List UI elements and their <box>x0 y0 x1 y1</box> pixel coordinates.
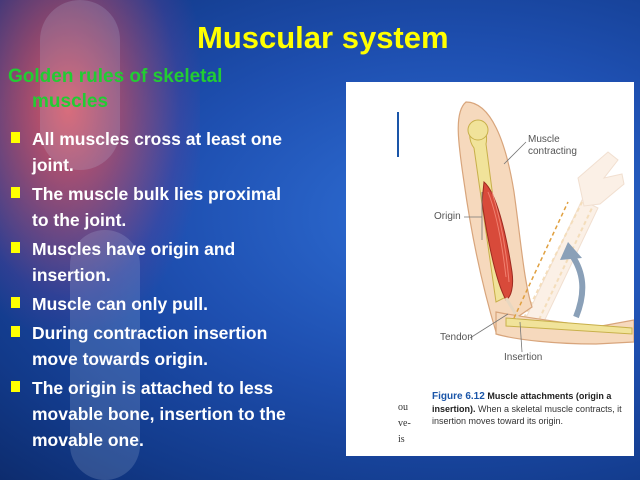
forearm-ghost <box>523 151 625 331</box>
radius-bone <box>505 317 633 335</box>
curved-arrow-icon <box>568 252 586 319</box>
bullet-text: The muscle bulk lies proximal <box>32 184 281 204</box>
caption-text: When a skeletal muscle contracts, it <box>475 404 622 414</box>
arm-illustration <box>397 101 634 353</box>
label-muscle: Muscle contracting <box>528 134 577 158</box>
bullet-item: Muscles have origin and insertion. <box>10 236 345 288</box>
label-origin: Origin <box>434 211 461 222</box>
bullet-list: All muscles cross at least one joint. The… <box>10 126 345 456</box>
subtitle-line-1: Golden rules of skeletal <box>8 66 223 87</box>
square-bullet-icon <box>11 381 20 392</box>
caption-bold-2: insertion). <box>432 404 476 414</box>
slide-subtitle: Golden rules of skeletal muscles <box>8 64 308 114</box>
square-bullet-icon <box>11 132 20 143</box>
square-bullet-icon <box>11 242 20 253</box>
cropped-text: is <box>398 434 405 445</box>
tibia-ghost <box>70 230 140 480</box>
bullet-text: movable one. <box>32 430 144 450</box>
bullet-text: Muscles have origin and <box>32 239 236 259</box>
label-muscle-line-2: contracting <box>528 146 577 157</box>
bullet-text: movable bone, insertion to the <box>32 404 286 424</box>
bullet-item: Muscle can only pull. <box>10 291 345 317</box>
caption-bold: Muscle attachments (origin a <box>487 391 612 401</box>
figure-number: Figure 6.12 <box>432 391 485 402</box>
square-bullet-icon <box>11 187 20 198</box>
slide-title: Muscular system <box>197 20 449 55</box>
subtitle-line-2: muscles <box>32 91 109 112</box>
bullet-text: to the joint. <box>32 210 127 230</box>
cropped-text: ve- <box>398 418 411 429</box>
bullet-text: During contraction insertion <box>32 323 268 343</box>
muscle-attachment-figure: Muscle contracting Origin Tendon Inserti… <box>346 82 634 456</box>
bullet-text: All muscles cross at least one <box>32 129 282 149</box>
label-insertion: Insertion <box>504 352 543 363</box>
bullet-item: The origin is attached to less movable bo… <box>10 375 345 453</box>
square-bullet-icon <box>11 326 20 337</box>
bullet-item: During contraction insertion move towards… <box>10 320 345 372</box>
bullet-text: move towards origin. <box>32 349 208 369</box>
bullet-text: insertion. <box>32 265 111 285</box>
square-bullet-icon <box>11 297 20 308</box>
label-muscle-line-1: Muscle <box>528 134 560 145</box>
label-tendon: Tendon <box>440 332 473 343</box>
bullet-item: The muscle bulk lies proximal to the join… <box>10 181 345 233</box>
knee-background-glow <box>0 0 200 330</box>
bullet-text: The origin is attached to less <box>32 378 274 398</box>
bullet-text: joint. <box>32 155 74 175</box>
bullet-item: All muscles cross at least one joint. <box>10 126 345 178</box>
femur-ghost <box>40 0 120 170</box>
cropped-text: ou <box>398 402 408 413</box>
caption-text-2: insertion moves toward its origin. <box>432 416 564 426</box>
bullet-text: Muscle can only pull. <box>32 294 209 314</box>
figure-caption: Figure 6.12 Muscle attachments (origin a… <box>432 390 632 427</box>
